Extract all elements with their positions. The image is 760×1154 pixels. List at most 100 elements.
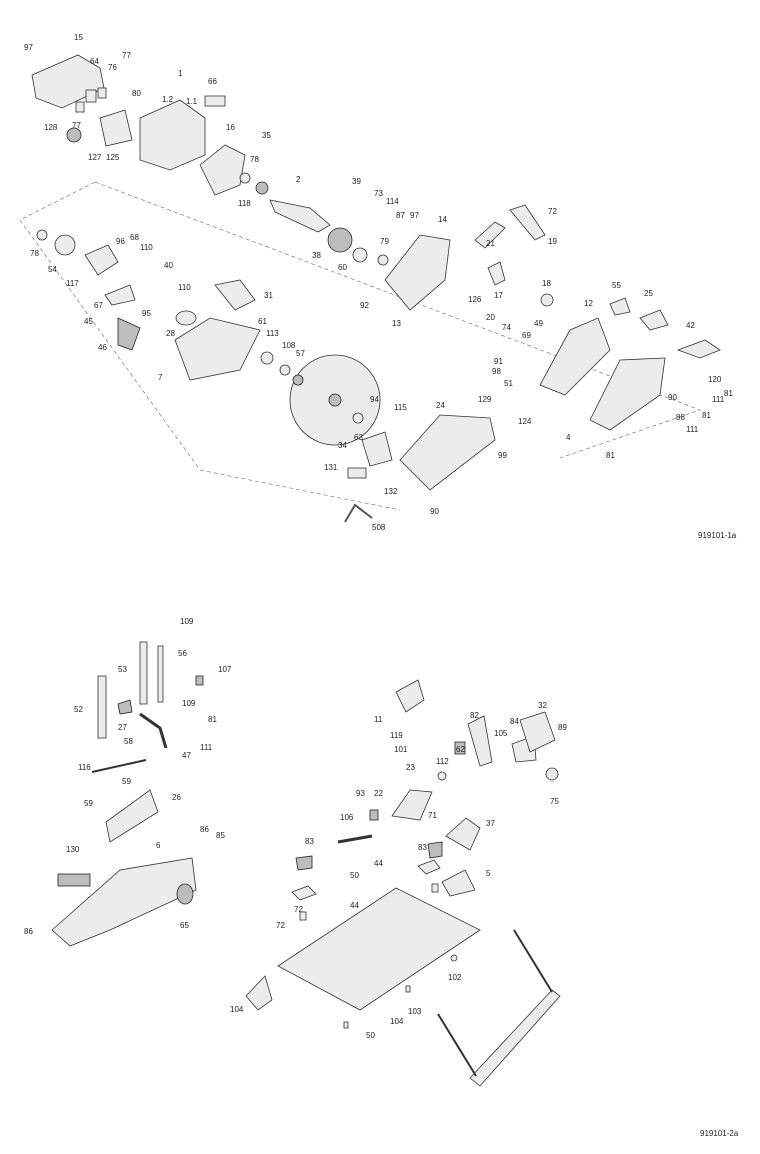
part-lower-guard-24	[399, 414, 496, 491]
part-label: 14	[438, 215, 447, 224]
part-label: 78	[250, 155, 259, 164]
part-knob-83b	[427, 841, 443, 859]
part-32	[519, 711, 556, 753]
part-label: 86	[24, 927, 33, 936]
part-label: 69	[522, 331, 531, 340]
part-rod-53	[139, 641, 148, 705]
part-label: 99	[498, 451, 507, 460]
part-label: 84	[510, 717, 519, 726]
part-23	[391, 789, 433, 821]
part-label-66	[204, 95, 226, 107]
part-label: 27	[118, 723, 127, 732]
part-label: 129	[478, 395, 492, 404]
part-label: 4	[566, 433, 571, 442]
part-label: 59	[84, 799, 93, 808]
part-label: 109	[182, 699, 196, 708]
part-label: 119	[390, 731, 403, 740]
part-base-plate-5	[277, 887, 481, 1011]
part-hex-key-508	[344, 503, 373, 523]
part-shaft-58	[91, 759, 147, 773]
part-label: 42	[686, 321, 695, 330]
part-label: 68	[130, 233, 139, 242]
part-label: 24	[436, 401, 445, 410]
part-label: 21	[486, 239, 495, 248]
part-label: 81	[208, 715, 217, 724]
part-63	[352, 412, 364, 424]
part-label: 104	[230, 1005, 244, 1014]
part-label: 74	[502, 323, 511, 332]
part-dust-nozzle-34	[361, 431, 393, 467]
part-bolt-106	[337, 834, 373, 844]
part-terminal-77	[75, 101, 85, 113]
part-label: 75	[550, 797, 559, 806]
part-50	[441, 869, 476, 897]
part-label: 46	[98, 343, 107, 352]
part-label: 111	[712, 395, 725, 404]
part-label: 108	[282, 341, 296, 350]
part-label: 51	[504, 379, 513, 388]
part-label: 23	[406, 763, 415, 772]
part-label: 34	[338, 441, 347, 450]
part-107	[195, 675, 204, 686]
part-label: 81	[702, 411, 711, 420]
part-label: 26	[172, 793, 181, 802]
part-label: 112	[436, 757, 449, 766]
part-baffle-16	[199, 144, 246, 196]
part-55	[609, 297, 631, 316]
part-label: 105	[494, 729, 508, 738]
sheet-1-parts	[19, 54, 721, 523]
part-rod-52	[97, 675, 107, 739]
part-28	[175, 310, 197, 326]
part-65	[176, 883, 194, 905]
part-label: 131	[324, 463, 338, 472]
part-label: 104	[390, 1017, 404, 1026]
part-112	[437, 771, 447, 781]
part-bearing-79	[377, 254, 389, 266]
part-label: 72	[276, 921, 285, 930]
part-rod-56	[157, 645, 164, 703]
part-label: 53	[118, 665, 127, 674]
part-label: 77	[122, 51, 131, 60]
part-label: 103	[408, 1007, 422, 1016]
part-label: 40	[164, 261, 173, 270]
part-label: 5	[486, 869, 491, 878]
part-label: 77	[72, 121, 81, 130]
part-label: 25	[644, 289, 653, 298]
part-label: 80	[132, 89, 141, 98]
part-label: 44	[374, 859, 383, 868]
part-label: 82	[470, 711, 479, 720]
part-label: 81	[606, 451, 615, 460]
part-base-4	[589, 357, 666, 431]
part-label: 65	[180, 921, 189, 930]
part-6	[51, 857, 197, 947]
part-label: 115	[394, 403, 407, 412]
part-26	[105, 789, 159, 843]
part-gear-38	[327, 227, 353, 253]
part-label: 120	[708, 375, 722, 384]
part-103	[405, 985, 411, 993]
part-fence-rod-2	[437, 1013, 477, 1077]
part-label: 95	[142, 309, 151, 318]
part-22	[369, 809, 379, 821]
part-label: 96	[116, 237, 125, 246]
part-label: 50	[350, 871, 359, 880]
part-label: 52	[74, 705, 83, 714]
part-label: 111	[686, 425, 699, 434]
part-label: 22	[374, 789, 383, 798]
part-brush-holder-76	[97, 87, 107, 99]
part-label: 114	[386, 197, 399, 206]
part-label: 60	[338, 263, 347, 272]
part-nut-57	[292, 374, 304, 386]
part-62	[454, 741, 466, 755]
part-label: 1.2	[162, 95, 174, 104]
part-label: 101	[394, 745, 408, 754]
part-label: 83	[418, 843, 427, 852]
part-label: 49	[534, 319, 543, 328]
part-knob-128	[66, 127, 82, 143]
part-72	[299, 911, 307, 921]
part-8	[84, 244, 119, 276]
part-label: 76	[108, 63, 117, 72]
part-blade-hub	[328, 393, 342, 407]
part-label: 32	[538, 701, 547, 710]
